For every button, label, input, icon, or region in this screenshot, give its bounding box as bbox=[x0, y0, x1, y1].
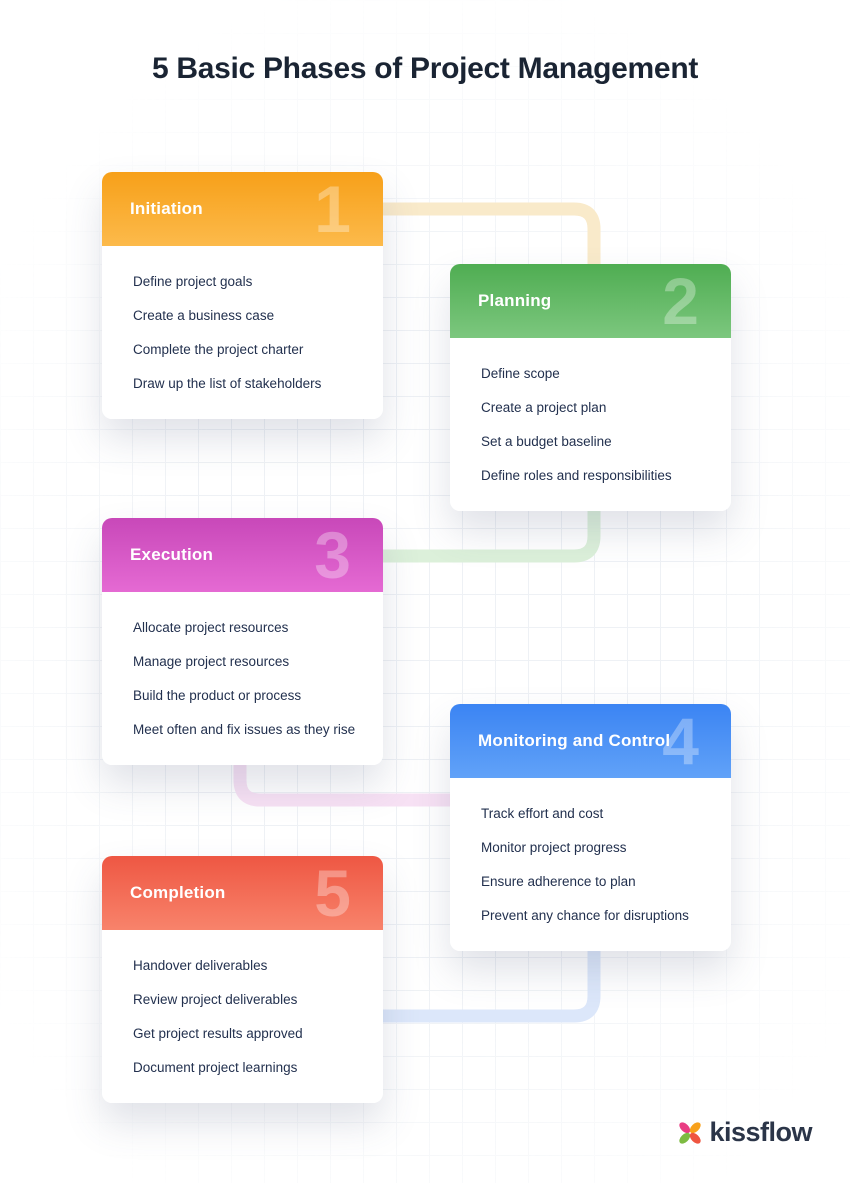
task-item: Create a business case bbox=[133, 308, 275, 323]
task-item: Review project deliverables bbox=[133, 992, 298, 1007]
phase-card-planning: Planning 2 Define scope Create a project… bbox=[450, 264, 731, 511]
task-item: Define scope bbox=[481, 366, 560, 381]
phase-header: Execution 3 bbox=[102, 518, 383, 592]
petal-bottom-right bbox=[690, 1132, 702, 1144]
phase-title: Monitoring and Control bbox=[478, 731, 671, 750]
phase-number: 2 bbox=[662, 264, 699, 338]
task-item: Draw up the list of stakeholders bbox=[133, 376, 322, 391]
task-item: Ensure adherence to plan bbox=[481, 874, 636, 889]
connector-planning-to-execution bbox=[350, 400, 601, 563]
phase-title: Execution bbox=[130, 545, 214, 564]
phase-task-list: Define scope Create a project plan Set a… bbox=[450, 338, 731, 511]
phase-title: Completion bbox=[130, 883, 226, 902]
petal-top-right bbox=[690, 1121, 702, 1133]
phase-card-initiation: Initiation 1 Define project goals Create… bbox=[102, 172, 383, 419]
petal-bottom-left bbox=[679, 1132, 691, 1144]
task-item: Monitor project progress bbox=[481, 840, 627, 855]
task-item: Get project results approved bbox=[133, 1026, 303, 1041]
phase-card-completion: Completion 5 Handover deliverables Revie… bbox=[102, 856, 383, 1103]
task-item: Define roles and responsibilities bbox=[481, 468, 672, 483]
phase-title: Planning bbox=[478, 291, 552, 310]
phase-task-list: Allocate project resources Manage projec… bbox=[102, 592, 383, 765]
task-item: Build the product or process bbox=[133, 688, 302, 703]
phase-card-monitoring-and-control: Monitoring and Control 4 Track effort an… bbox=[450, 704, 731, 951]
connector-initiation-to-planning bbox=[350, 202, 601, 330]
kissflow-flower-icon bbox=[679, 1121, 702, 1144]
phase-card-execution: Execution 3 Allocate project resources M… bbox=[102, 518, 383, 765]
phase-number: 1 bbox=[314, 172, 351, 246]
task-item: Manage project resources bbox=[133, 654, 290, 669]
task-item: Meet often and fix issues as they rise bbox=[133, 722, 356, 737]
kissflow-logo: kissflow bbox=[677, 1117, 812, 1148]
phase-header: Monitoring and Control 4 bbox=[450, 704, 731, 778]
task-item: Define project goals bbox=[133, 274, 253, 289]
task-item: Document project learnings bbox=[133, 1060, 298, 1075]
phase-header: Planning 2 bbox=[450, 264, 731, 338]
page-title: 5 Basic Phases of Project Management bbox=[151, 52, 699, 85]
task-item: Set a budget baseline bbox=[481, 434, 612, 449]
phase-task-list: Handover deliverables Review project del… bbox=[102, 930, 383, 1103]
petal-top-left bbox=[679, 1121, 691, 1133]
task-item: Track effort and cost bbox=[481, 806, 604, 821]
phase-task-list: Define project goals Create a business c… bbox=[102, 246, 383, 419]
phase-task-list: Track effort and cost Monitor project pr… bbox=[450, 778, 731, 951]
phase-number: 4 bbox=[662, 704, 699, 778]
task-item: Handover deliverables bbox=[133, 958, 268, 973]
logo-wordmark: kissflow bbox=[709, 1117, 812, 1147]
task-item: Create a project plan bbox=[481, 400, 607, 415]
task-item: Allocate project resources bbox=[133, 620, 289, 635]
connector-monitoring-to-completion bbox=[350, 900, 601, 1023]
phase-title: Initiation bbox=[130, 199, 203, 218]
phase-number: 3 bbox=[314, 518, 351, 592]
task-item: Complete the project charter bbox=[133, 342, 304, 357]
task-item: Prevent any chance for disruptions bbox=[481, 908, 689, 923]
phase-header: Completion 5 bbox=[102, 856, 383, 930]
connector-execution-to-monitoring bbox=[233, 690, 470, 807]
phase-number: 5 bbox=[314, 856, 351, 930]
phase-header: Initiation 1 bbox=[102, 172, 383, 246]
